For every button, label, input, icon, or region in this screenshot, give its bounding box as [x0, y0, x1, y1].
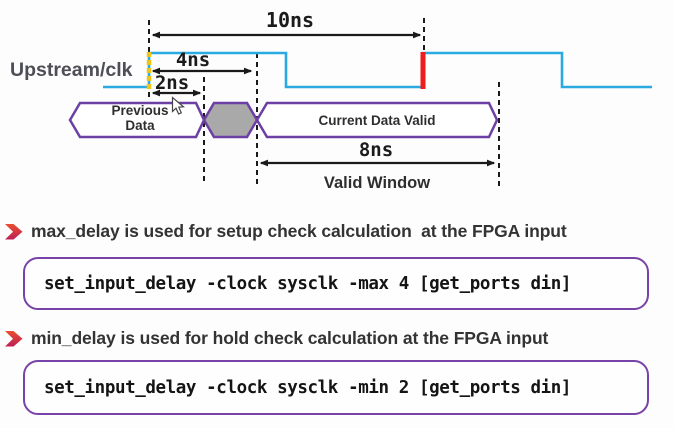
bus-transition-segment	[202, 101, 259, 139]
min-delay-label: 2ns	[155, 72, 189, 94]
bullet-min-delay-label: min_delay is used for hold check calcula…	[31, 328, 549, 348]
bus-previous-label-line2: Data	[125, 118, 155, 133]
set-input-delay-max-command: set_input_delay -clock sysclk -max 4 [ge…	[44, 273, 572, 294]
bus-current-label: Current Data Valid	[318, 113, 435, 128]
mouse-cursor-icon	[171, 96, 185, 115]
set-input-delay-max-command-box: set_input_delay -clock sysclk -max 4 [ge…	[23, 257, 649, 310]
period-label: 10ns	[266, 8, 314, 32]
clock-label: Upstream/clk	[10, 59, 133, 81]
bus-current-data-segment	[255, 101, 499, 139]
bullet-min-delay: min_delay is used for hold check calcula…	[5, 328, 548, 348]
bus-previous-label-line1: Previous	[111, 103, 168, 118]
max-delay-label: 4ns	[176, 49, 210, 71]
valid-window-duration: 8ns	[359, 139, 393, 161]
red-chevron-bullet-icon	[5, 224, 23, 240]
set-input-delay-min-command: set_input_delay -clock sysclk -min 2 [ge…	[44, 377, 572, 398]
timing-diagram: Upstream/clk 10ns 4ns 2ns Previous Data …	[10, 8, 652, 192]
bullet-max-delay: max_delay is used for setup check calcul…	[5, 221, 567, 241]
bullet-max-delay-label: max_delay is used for setup check calcul…	[31, 221, 567, 241]
red-chevron-bullet-icon	[5, 331, 23, 347]
valid-window-label: Valid Window	[324, 174, 430, 192]
set-input-delay-min-command-box: set_input_delay -clock sysclk -min 2 [ge…	[23, 360, 649, 415]
